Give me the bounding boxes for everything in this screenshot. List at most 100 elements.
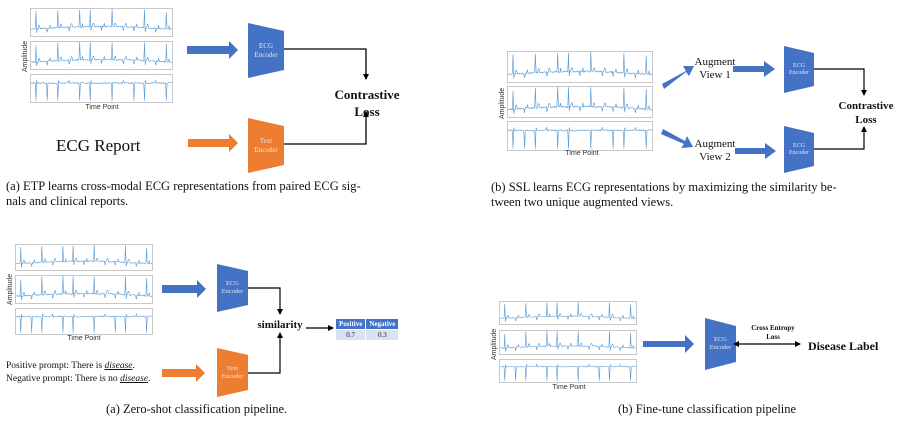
ecg-encoder-line1: ECG [226,280,239,287]
ecg-lead-3 [499,359,637,383]
table-row: 0.7 0.3 [334,329,400,341]
text-to-similarity-connector [248,332,283,374]
encoder1-line2: Encoder [789,69,809,76]
caption-line1: (b) SSL learns ECG representations by ma… [491,180,837,194]
loss-line1: Contrastive [838,100,894,112]
ecg-lead-3 [507,121,653,151]
ecg-encoder-line2: Encoder [254,50,278,59]
encoder2-line1: ECG [793,142,805,149]
text-encoder-line2: Encoder [254,145,278,154]
ecg-lead-2 [499,330,637,355]
table-cell-positive: 0.7 [334,329,367,341]
ecg-lead-1 [507,51,653,83]
loss-line2: Loss [855,114,877,126]
time-point-axis-label: Time Point [565,150,599,157]
loss-line1: Cross Entropy [751,324,795,332]
ecg-encoder-line2: Encoder [709,344,732,351]
view1-line1: Augment [694,56,736,68]
amplitude-axis-label: Amplitude [491,328,498,360]
caption-etp: (a) ETP learns cross-modal ECG represent… [6,179,426,209]
disease-label: Disease Label [808,339,879,353]
probability-table: Positive Negative 0.7 0.3 [334,318,400,341]
caption-ssl: (b) SSL learns ECG representations by ma… [491,180,909,210]
ecg-lead-1 [15,244,153,271]
ecg-to-loss-connector [284,48,369,80]
ecg-waveform [500,363,636,381]
negative-prompt: Negative prompt: There is no disease. [6,373,150,386]
ecg-waveform [508,126,652,149]
ecg-waveform [31,9,172,34]
loss-line2: Loss [354,104,380,119]
ecg-waveform [508,52,652,79]
table-header-negative: Negative [365,318,400,330]
ecg-report-label: ECG Report [56,136,141,155]
ecg-waveform [31,42,172,67]
time-point-axis-label: Time Point [552,384,586,391]
positive-prompt: Positive prompt: There is disease. [6,360,135,373]
caption-zeroshot: (a) Zero-shot classification pipeline. [106,402,288,416]
caption-line2: tween two unique augmented views. [491,195,674,209]
amplitude-axis-label: Amplitude [7,273,14,305]
positive-prompt-term: disease [104,361,133,371]
ecg-lead-2 [15,275,153,304]
positive-prompt-suffix: . [132,361,135,371]
time-point-axis-label: Time Point [85,104,119,111]
ecg-lead-2 [507,86,653,118]
table-header-positive: Positive [334,318,367,330]
text-encoder-line1: Text [226,364,239,372]
caption-line2: nals and clinical reports. [6,194,129,208]
negative-prompt-prefix: Negative prompt: There is no [6,374,121,384]
ecg-lead-1 [30,8,173,37]
caption-finetune: (b) Fine-tune classification pipeline [618,402,797,416]
similarity-label: similarity [257,319,303,331]
ecg-waveform [31,79,172,101]
view2-line1: Augment [694,138,736,150]
ecg-lead-3 [15,308,153,335]
positive-prompt-prefix: Positive prompt: There is [6,361,105,371]
view1-line2: View 1 [699,69,731,81]
encoder2-line2: Encoder [789,149,809,156]
ecg-waveform [500,331,636,352]
ecg-encoder-line1: ECG [714,336,727,343]
ecg-lead-2 [30,41,173,70]
text-encoder-line2: Encoder [221,372,244,380]
encoder1-to-loss-connector [814,68,867,96]
ecg-input-arrow [187,41,238,59]
view2-line2: View 2 [699,151,731,163]
ecg-to-similarity-connector [248,287,283,315]
caption-line1: (a) ETP learns cross-modal ECG represent… [6,179,361,193]
table-cell-negative: 0.3 [365,329,400,341]
prompt-input-arrow [162,364,205,382]
ecg-waveform [16,312,152,333]
ecg-input-arrow [162,280,206,298]
loss-line1: Contrastive [334,87,400,102]
ecg-waveform [16,245,152,268]
text-encoder-line1: Text [259,136,273,145]
ecg-lead-1 [499,301,637,325]
time-point-axis-label: Time Point [67,335,101,342]
ecg-input-arrow [643,335,694,353]
negative-prompt-term: disease [120,374,149,384]
ecg-lead-3 [30,74,173,103]
ecg-waveform [16,276,152,301]
encoder2-to-loss-connector [814,126,867,150]
ecg-encoder-line1: ECG [259,41,273,50]
ecg-waveform [500,302,636,322]
encoder1-line1: ECG [793,62,805,69]
report-input-arrow [188,134,238,152]
ecg-waveform [508,87,652,114]
ecg-encoder-line2: Encoder [221,288,244,295]
amplitude-axis-label: Amplitude [499,87,506,119]
negative-prompt-suffix: . [148,374,151,384]
